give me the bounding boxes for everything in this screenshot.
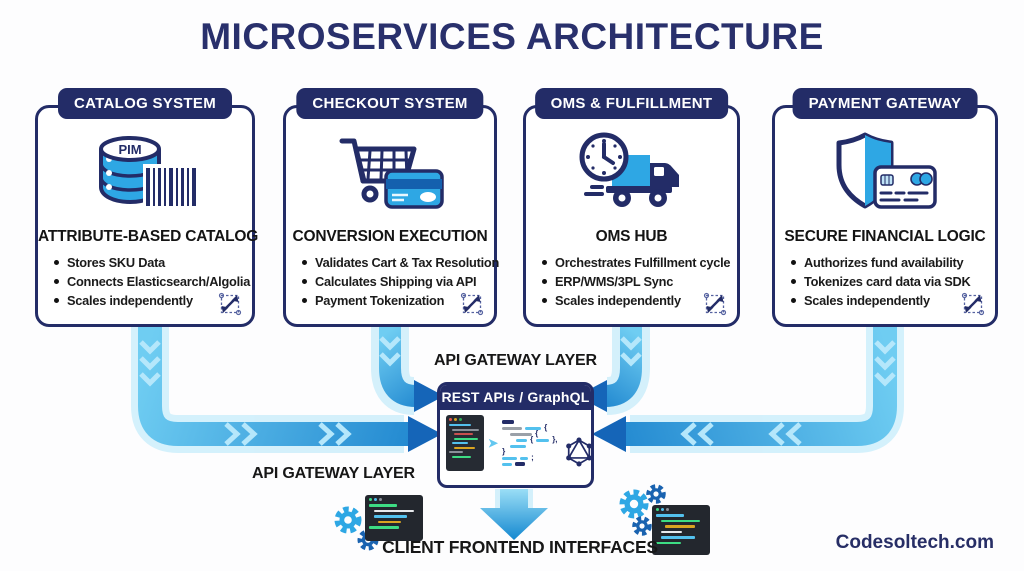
brace-glyph: } — [502, 447, 506, 456]
list-item: Scales independently — [54, 293, 242, 308]
bullet-text: Calculates Shipping via API — [315, 274, 477, 289]
graphql-logo-icon — [565, 437, 591, 467]
scale-icon — [703, 292, 727, 316]
client-frontend-label: CLIENT FRONTEND INTERFACES — [382, 537, 658, 557]
pim-label: PIM — [118, 142, 141, 157]
payment-bullet-list: Authorizes fund availability Tokenizes c… — [775, 255, 995, 308]
bullet-dot — [542, 298, 547, 303]
service-box-oms: OMS & FULFILLMENT — [523, 88, 740, 327]
frontend-code-window-icon — [365, 495, 423, 541]
bullet-text: Tokenizes card data via SDK — [804, 274, 971, 289]
oms-subtitle: OMS HUB — [595, 228, 668, 245]
arrow-catalog-to-gateway — [138, 326, 442, 452]
brace-glyph: { — [530, 435, 534, 444]
bullet-text: Stores SKU Data — [67, 255, 165, 270]
bullet-dot — [542, 279, 547, 284]
bullet-text: Validates Cart & Tax Resolution — [315, 255, 500, 270]
arrow-payment-to-gateway — [592, 326, 897, 452]
list-item: Validates Cart & Tax Resolution — [302, 255, 499, 270]
list-item: Orchestrates Fulfillment cycle — [542, 255, 731, 270]
code-lines-illustration: { { {}, } ; — [502, 419, 558, 467]
brace-glyph: { — [535, 429, 539, 438]
oms-header-tab: OMS & FULFILLMENT — [534, 88, 729, 119]
bullet-text: Authorizes fund availability — [804, 255, 964, 270]
bullet-text: Scales independently — [67, 293, 193, 308]
list-item: Authorizes fund availability — [791, 255, 985, 270]
catalog-subtitle: ATTRIBUTE-BASED CATALOG — [38, 228, 259, 245]
arrow-gateway-to-client — [480, 489, 548, 540]
oms-bullet-list: Orchestrates Fulfillment cycle ERP/WMS/3… — [526, 255, 737, 308]
checkout-bullet-list: Validates Cart & Tax Resolution Calculat… — [286, 255, 499, 308]
transform-arrow-icon: ➤ — [488, 436, 499, 450]
bullet-text: Connects Elasticsearch/Algolia — [67, 274, 251, 289]
arrow-chevrons — [139, 336, 896, 446]
list-item: Calculates Shipping via API — [302, 274, 484, 289]
bullet-dot — [54, 260, 59, 265]
list-item: Connects Elasticsearch/Algolia — [54, 274, 250, 289]
code-editor-icon — [446, 415, 484, 471]
frontend-code-window-icon — [652, 505, 710, 555]
database-barcode-icon: PIM — [38, 126, 252, 222]
clock-truck-icon — [526, 126, 737, 222]
service-box-checkout: CHECKOUT SYSTEM CONVERSION EXECUTION — [283, 88, 499, 327]
rest-api-box-title: REST APIs / GraphQL — [440, 385, 591, 410]
bullet-dot — [791, 298, 796, 303]
code-snippet-graphql-illustration: ➤ { { {}, } ; — [440, 410, 591, 475]
shield-creditcard-icon — [775, 126, 995, 222]
bullet-dot — [302, 260, 307, 265]
payment-subtitle: SECURE FINANCIAL LOGIC — [784, 228, 986, 245]
api-gateway-label-top: API GATEWAY LAYER — [434, 352, 597, 369]
list-item: Payment Tokenization — [302, 293, 484, 308]
bullet-dot — [791, 279, 796, 284]
bullet-dot — [791, 260, 796, 265]
service-box-catalog: CATALOG SYSTEM PIM ATTRIBUTE-BASED CA — [35, 88, 259, 327]
scale-icon — [961, 292, 985, 316]
brace-glyph: ; — [531, 453, 534, 462]
checkout-header-tab: CHECKOUT SYSTEM — [296, 88, 484, 119]
bullet-text: ERP/WMS/3PL Sync — [555, 274, 674, 289]
brand-watermark: Codesoltech.com — [835, 532, 994, 553]
bullet-dot — [542, 260, 547, 265]
gears-icon — [612, 482, 672, 542]
checkout-subtitle: CONVERSION EXECUTION — [292, 228, 488, 245]
cart-creditcard-icon — [286, 126, 494, 222]
bullet-text: Scales independently — [804, 293, 930, 308]
scale-icon — [460, 292, 484, 316]
service-box-payment: PAYMENT GATEWAY SECURE FINANCIAL LOGIC A… — [772, 88, 998, 327]
bullet-text: Payment Tokenization — [315, 293, 445, 308]
bullet-text: Orchestrates Fulfillment cycle — [555, 255, 731, 270]
api-gateway-label-left: API GATEWAY LAYER — [252, 465, 415, 482]
bullet-dot — [302, 279, 307, 284]
bullet-text: Scales independently — [555, 293, 681, 308]
list-item: Scales independently — [542, 293, 727, 308]
brace-glyph: { — [544, 423, 548, 432]
brace-glyph: }, — [552, 435, 558, 444]
payment-header-tab: PAYMENT GATEWAY — [792, 88, 978, 119]
bullet-dot — [302, 298, 307, 303]
list-item: Scales independently — [791, 293, 985, 308]
arrow-checkout-to-gateway — [379, 326, 444, 412]
catalog-header-tab: CATALOG SYSTEM — [58, 88, 232, 119]
rest-api-box: REST APIs / GraphQL ➤ { { {}, } — [437, 382, 594, 488]
page-title: MICROSERVICES ARCHITECTURE — [200, 16, 824, 57]
list-item: Tokenizes card data via SDK — [791, 274, 985, 289]
list-item: ERP/WMS/3PL Sync — [542, 274, 727, 289]
catalog-bullet-list: Stores SKU Data Connects Elasticsearch/A… — [38, 255, 252, 308]
scale-icon — [218, 292, 242, 316]
list-item: Stores SKU Data — [54, 255, 242, 270]
bullet-dot — [54, 298, 59, 303]
bullet-dot — [54, 279, 59, 284]
